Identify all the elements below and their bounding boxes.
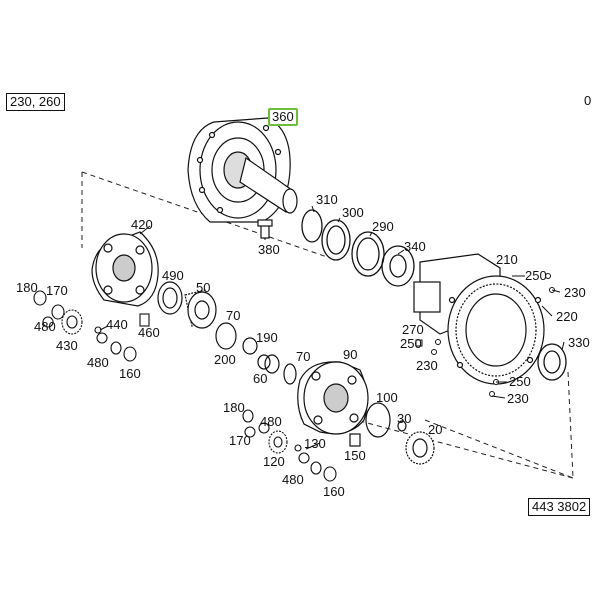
part-label-480-mid: 480: [87, 355, 109, 370]
part-label-160-left: 160: [119, 366, 141, 381]
part-label-170-left: 170: [46, 283, 68, 298]
part-label-120: 120: [263, 454, 285, 469]
part-label-60: 60: [253, 371, 268, 386]
part-label-480-lower: 480: [282, 472, 304, 487]
part-label-130: 130: [304, 436, 326, 451]
part-label-420: 420: [131, 217, 153, 232]
part-label-230-lower: 230: [507, 391, 529, 406]
part-label-460: 460: [138, 325, 160, 340]
part-label-380: 380: [258, 242, 280, 257]
part-label-310: 310: [316, 192, 338, 207]
part-label-190: 190: [256, 330, 278, 345]
second-carrier-part: [297, 361, 369, 435]
part-label-20: 20: [428, 422, 443, 437]
drawing-number-box: 443 3802: [528, 498, 591, 516]
part-label-250-mid: 250: [400, 336, 422, 351]
part-label-220: 220: [556, 309, 578, 324]
part-label-70-upper: 70: [226, 308, 241, 323]
reference-box: 230, 260: [6, 93, 65, 111]
part-label-50: 50: [196, 280, 211, 295]
housing-part: [413, 253, 545, 385]
part-label-300: 300: [342, 205, 364, 220]
bolt-part: [257, 219, 273, 239]
part-label-480-lower-upper: 480: [260, 414, 282, 429]
part-label-210: 210: [496, 252, 518, 267]
part-label-440: 440: [106, 317, 128, 332]
part-label-340: 340: [404, 239, 426, 254]
lower-right-parts: [349, 402, 435, 465]
part-label-180-lower: 180: [223, 400, 245, 415]
planet-carrier-part: [91, 231, 159, 307]
part-label-200: 200: [214, 352, 236, 367]
middle-ring-parts: [215, 322, 297, 385]
revision-label: 0: [584, 93, 592, 108]
part-label-30: 30: [397, 411, 412, 426]
part-label-150: 150: [344, 448, 366, 463]
part-label-230-mid: 230: [416, 358, 438, 373]
part-label-230-upper: 230: [564, 285, 586, 300]
seal-part: [537, 343, 567, 381]
part-label-480-left: 480: [34, 319, 56, 334]
part-label-170-lower: 170: [229, 433, 251, 448]
part-label-490: 490: [162, 268, 184, 283]
part-label-250-lower: 250: [509, 374, 531, 389]
part-label-360-highlighted[interactable]: 360: [268, 108, 298, 126]
part-label-330: 330: [568, 335, 590, 350]
flange-shaft-part: [187, 117, 298, 223]
part-label-270: 270: [402, 322, 424, 337]
ring-parts: [301, 209, 415, 287]
small-lower-parts: [242, 409, 337, 482]
part-label-90: 90: [343, 347, 358, 362]
part-label-250-upper: 250: [525, 268, 547, 283]
small-left-parts: [33, 290, 150, 362]
sun-gear-part: [157, 281, 217, 329]
part-label-160-lower: 160: [323, 484, 345, 499]
part-label-100: 100: [376, 390, 398, 405]
part-label-290: 290: [372, 219, 394, 234]
part-label-180-left: 180: [16, 280, 38, 295]
part-label-430: 430: [56, 338, 78, 353]
part-label-70-mid: 70: [296, 349, 311, 364]
